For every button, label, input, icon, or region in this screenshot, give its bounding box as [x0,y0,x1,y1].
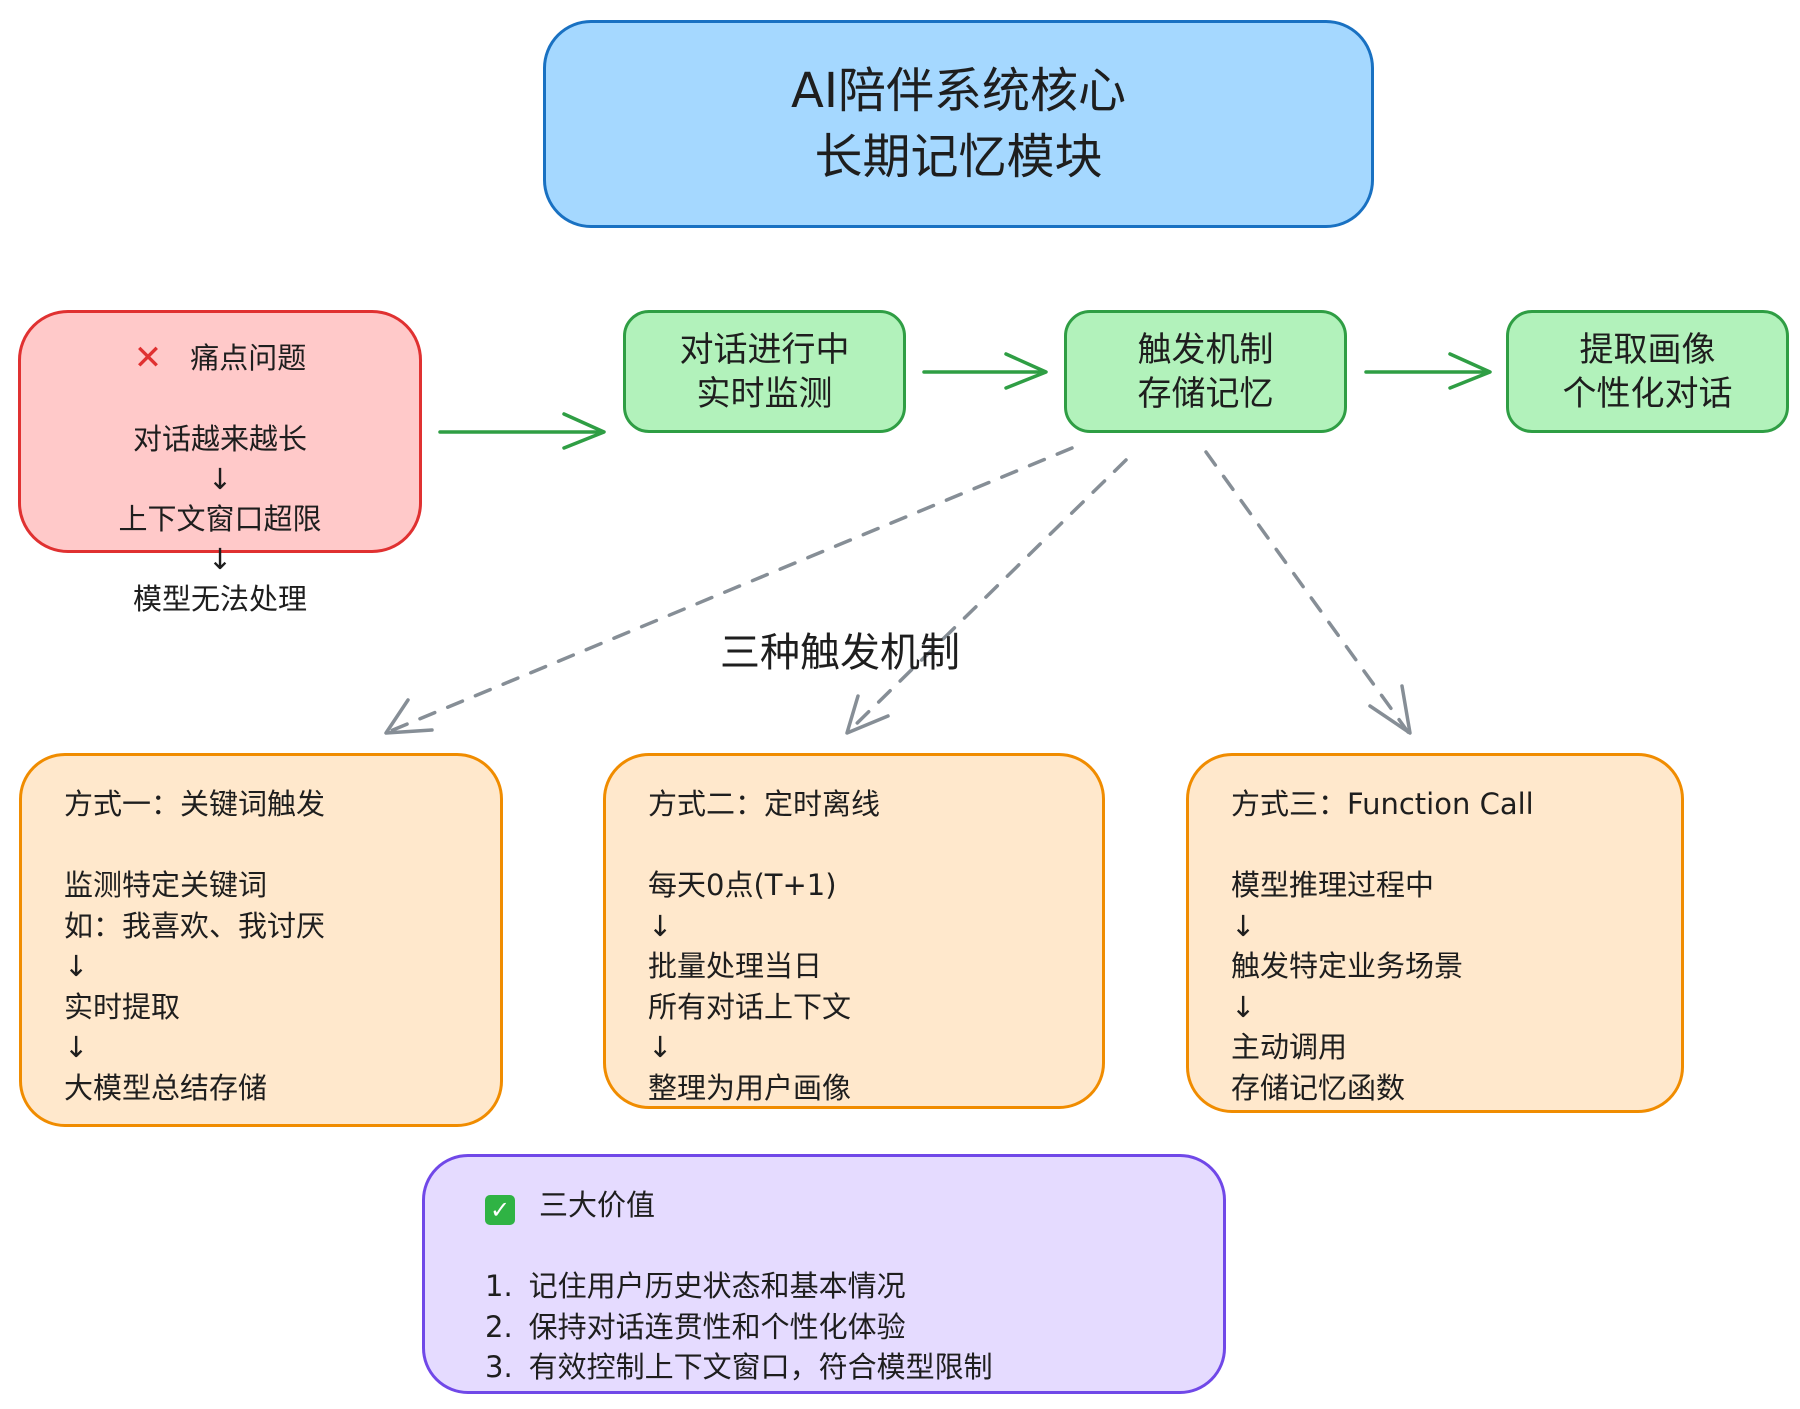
value-item: 1. 记住用户历史状态和基本情况 [485,1266,1223,1307]
method-arrow: ↓ [1231,989,1256,1024]
method-line: 主动调用 [1231,1030,1348,1064]
value-item: 3. 有效控制上下文窗口，符合模型限制 [485,1347,1223,1388]
flow-box-trigger: 触发机制 存储记忆 [1064,310,1347,433]
pain-point-box [18,310,422,553]
method-line: 模型推理过程中 [1231,868,1435,902]
method-line: 每天0点(T+1) [648,868,837,902]
flow-box-monitoring: 对话进行中 实时监测 [623,310,906,433]
value-heading: 三大价值 [539,1188,656,1222]
method-arrow: ↓ [1231,908,1256,943]
method-line: 整理为用户画像 [648,1070,852,1105]
value-item-text: 保持对话连贯性和个性化体验 [528,1309,906,1344]
method-line: 大模型总结存储 [64,1070,268,1105]
dashed-arrow-to-method-2 [845,458,1128,735]
method-box-keyword: 方式一：关键词触发 监测特定关键词 如：我喜欢、我讨厌 ↓ 实时提取 ↓ 大模型… [19,753,503,1127]
arrow-pain-to-monitor [438,412,606,450]
pain-arrow: ↓ [207,462,233,496]
method-line: 监测特定关键词 [64,868,268,902]
method-title: 方式三：Function Call [1231,787,1534,821]
flow-box-profile: 提取画像 个性化对话 [1506,310,1789,433]
method-title: 方式二：定时离线 [648,787,881,821]
pain-line: 上下文窗口超限 [118,502,322,536]
arrow-trigger-to-profile [1364,352,1492,390]
value-item-text: 有效控制上下文窗口，符合模型限制 [528,1350,993,1384]
pain-arrow: ↓ [207,542,233,576]
pain-line: 对话越来越长 [132,422,307,456]
value-box: ✓ 三大价值 1. 记住用户历史状态和基本情况 2. 保持对话连贯性和个性化体验 3.… [422,1154,1226,1394]
method-line: 所有对话上下文 [648,989,852,1024]
method-box-function-call: 方式三：Function Call 模型推理过程中 ↓ 触发特定业务场景 ↓ 主… [1186,753,1684,1113]
method-arrow: ↓ [64,949,89,983]
method-box-scheduled: 方式二：定时离线 每天0点(T+1) ↓ 批量处理当日 所有对话上下文 ↓ 整理… [603,753,1105,1109]
mechanisms-label: 三种触发机制 [720,630,960,676]
method-line: 批量处理当日 [648,949,823,983]
flow-box-line-2: 实时监测 [696,373,833,414]
value-item-number: 1. [485,1269,513,1303]
flow-box-line-1: 对话进行中 [679,329,850,370]
cross-mark-icon: ✕ [133,338,163,378]
value-item-number: 2. [485,1309,513,1344]
method-arrow: ↓ [648,908,673,943]
method-line: 存储记忆函数 [1231,1070,1406,1105]
flow-box-line-2: 个性化对话 [1562,373,1733,414]
flow-box-line-2: 存储记忆 [1137,373,1274,414]
pain-point-content: ✕ 痛点问题 对话越来越长 ↓ 上下文窗口超限 ↓ 模型无法处理 [18,338,422,619]
flow-box-line-1: 触发机制 [1137,329,1274,370]
title-box: AI陪伴系统核心 长期记忆模块 [543,20,1374,228]
method-line: 如：我喜欢、我讨厌 [64,908,326,943]
dashed-arrow-to-method-1 [384,446,1074,735]
value-item-text: 记住用户历史状态和基本情况 [528,1269,906,1303]
check-mark-icon: ✓ [485,1195,515,1225]
value-item: 2. 保持对话连贯性和个性化体验 [485,1307,1223,1348]
method-arrow: ↓ [648,1030,673,1064]
value-item-number: 3. [485,1350,513,1384]
arrow-monitor-to-trigger [922,352,1048,390]
method-title: 方式一：关键词触发 [64,787,326,821]
pain-line: 模型无法处理 [132,582,307,616]
title-line-1: AI陪伴系统核心 [791,63,1126,119]
title-line-2: 长期记忆模块 [814,129,1103,185]
pain-heading: 痛点问题 [190,341,307,375]
method-line: 实时提取 [64,989,181,1024]
dashed-arrow-to-method-3 [1204,450,1412,735]
flow-box-line-1: 提取画像 [1579,329,1716,370]
method-arrow: ↓ [64,1030,89,1064]
method-line: 触发特定业务场景 [1231,949,1464,983]
